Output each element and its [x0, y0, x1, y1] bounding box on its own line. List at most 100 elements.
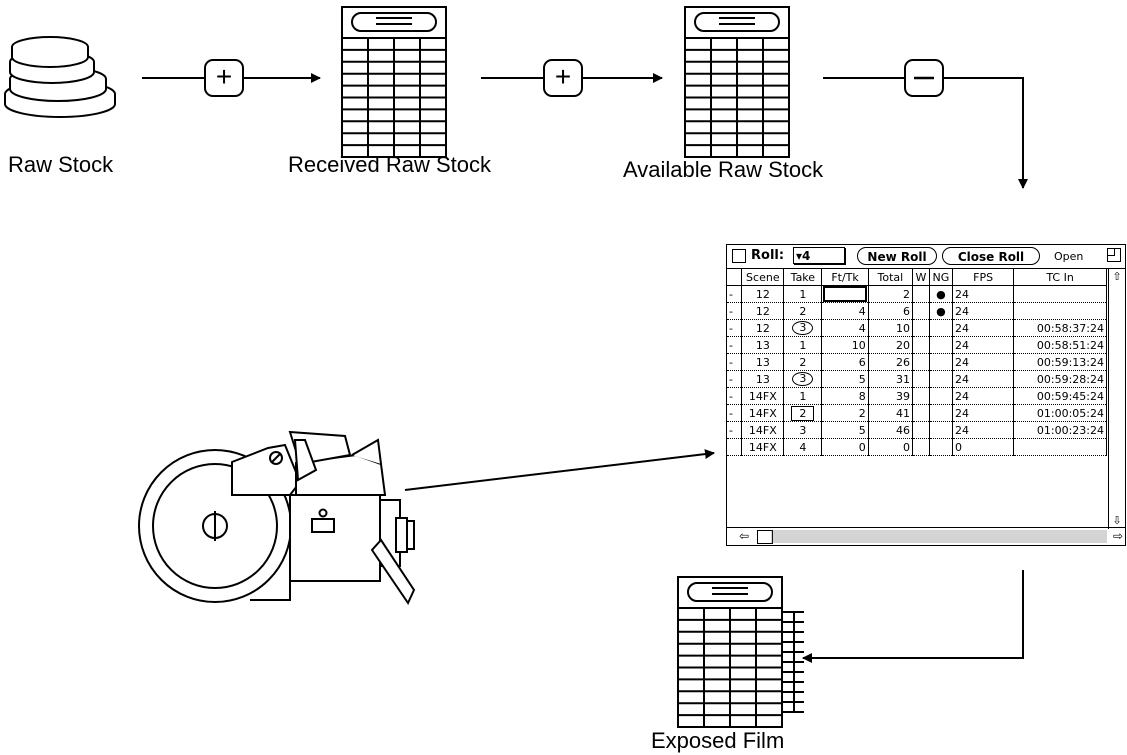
active-cell-editor[interactable] [823, 286, 867, 302]
fps-cell[interactable]: 24 [952, 387, 1015, 405]
mark[interactable]: - [727, 285, 743, 303]
take-cell[interactable]: 2 [783, 302, 823, 320]
fps-cell[interactable]: 24 [952, 404, 1015, 422]
ng-cell[interactable] [929, 353, 954, 371]
horizontal-scrollbar[interactable]: ⇦ ⇨ [727, 527, 1125, 545]
ft-tk-cell[interactable]: 8 [821, 387, 869, 405]
mark[interactable]: - [727, 421, 743, 439]
fps-cell[interactable]: 24 [952, 370, 1015, 388]
take-cell[interactable]: 4 [783, 438, 823, 456]
fps-cell[interactable]: 24 [952, 285, 1015, 303]
w-cell[interactable] [912, 353, 930, 371]
scene-cell[interactable]: 12 [741, 285, 785, 303]
ft-tk-cell[interactable]: 10 [821, 336, 869, 354]
w-cell[interactable] [912, 438, 930, 456]
total-cell[interactable]: 6 [868, 302, 913, 320]
tc-in-cell[interactable]: 01:00:05:24 [1013, 404, 1107, 422]
mark[interactable]: - [727, 370, 743, 388]
ng-cell[interactable]: ● [929, 302, 954, 320]
w-cell[interactable] [912, 302, 930, 320]
tc-in-cell[interactable] [1013, 285, 1107, 303]
ft-tk-cell[interactable]: 2 [821, 404, 869, 422]
take-cell[interactable]: 3 [783, 370, 823, 388]
take-cell[interactable]: 1 [783, 336, 823, 354]
scene-cell[interactable]: 13 [741, 353, 785, 371]
ft-tk-cell[interactable]: 6 [821, 353, 869, 371]
fps-cell[interactable]: 0 [952, 438, 1015, 456]
ft-tk-cell[interactable]: 5 [821, 421, 869, 439]
scroll-down-icon[interactable]: ⇩ [1112, 514, 1122, 527]
w-cell[interactable] [912, 285, 930, 303]
tc-in-cell[interactable]: 00:59:28:24 [1013, 370, 1107, 388]
ng-cell[interactable]: ● [929, 285, 954, 303]
ft-tk-cell[interactable]: 4 [821, 319, 869, 337]
take-cell[interactable]: 2 [783, 404, 823, 422]
new-roll-button[interactable]: New Roll [857, 247, 937, 265]
ng-cell[interactable] [929, 336, 954, 354]
ng-cell[interactable] [929, 421, 954, 439]
scene-cell[interactable]: 13 [741, 336, 785, 354]
take-cell[interactable]: 3 [783, 421, 823, 439]
total-cell[interactable]: 26 [868, 353, 913, 371]
mark[interactable] [727, 438, 743, 456]
mark[interactable]: - [727, 387, 743, 405]
mark[interactable]: - [727, 319, 743, 337]
zoom-box[interactable] [1107, 248, 1121, 262]
total-cell[interactable]: 39 [868, 387, 913, 405]
roll-select[interactable]: ▾4 [793, 247, 845, 264]
mark[interactable]: - [727, 336, 743, 354]
w-cell[interactable] [912, 336, 930, 354]
tc-in-cell[interactable] [1013, 302, 1107, 320]
scene-cell[interactable]: 12 [741, 319, 785, 337]
tc-in-cell[interactable]: 00:58:37:24 [1013, 319, 1107, 337]
tc-in-cell[interactable]: 00:59:13:24 [1013, 353, 1107, 371]
ft-tk-cell[interactable]: 5 [821, 370, 869, 388]
fps-cell[interactable]: 24 [952, 336, 1015, 354]
fps-cell[interactable]: 24 [952, 319, 1015, 337]
w-cell[interactable] [912, 319, 930, 337]
total-cell[interactable]: 2 [868, 285, 913, 303]
total-cell[interactable]: 20 [868, 336, 913, 354]
ft-tk-cell[interactable]: 0 [821, 438, 869, 456]
take-cell[interactable]: 2 [783, 353, 823, 371]
tc-in-cell[interactable] [1013, 438, 1107, 456]
scene-cell[interactable]: 14FX [741, 404, 785, 422]
scroll-track[interactable] [771, 530, 1107, 543]
ng-cell[interactable] [929, 387, 954, 405]
scroll-right-icon[interactable]: ⇨ [1112, 529, 1123, 543]
mark[interactable]: - [727, 353, 743, 371]
fps-cell[interactable]: 24 [952, 302, 1015, 320]
scene-cell[interactable]: 14FX [741, 421, 785, 439]
ng-cell[interactable] [929, 319, 954, 337]
w-cell[interactable] [912, 421, 930, 439]
scene-cell[interactable]: 14FX [741, 438, 785, 456]
take-cell[interactable]: 3 [783, 319, 823, 337]
scroll-up-icon[interactable]: ⇧ [1112, 270, 1122, 283]
mark[interactable]: - [727, 302, 743, 320]
scroll-left-icon[interactable]: ⇦ [739, 529, 750, 543]
w-cell[interactable] [912, 370, 930, 388]
fps-cell[interactable]: 24 [952, 421, 1015, 439]
mark[interactable]: - [727, 404, 743, 422]
ng-cell[interactable] [929, 404, 954, 422]
total-cell[interactable]: 41 [868, 404, 913, 422]
ft-tk-cell[interactable]: 4 [821, 302, 869, 320]
tc-in-cell[interactable]: 00:58:51:24 [1013, 336, 1107, 354]
scene-cell[interactable]: 12 [741, 302, 785, 320]
tc-in-cell[interactable]: 01:00:23:24 [1013, 421, 1107, 439]
total-cell[interactable]: 46 [868, 421, 913, 439]
total-cell[interactable]: 31 [868, 370, 913, 388]
scene-cell[interactable]: 14FX [741, 387, 785, 405]
total-cell[interactable]: 10 [868, 319, 913, 337]
w-cell[interactable] [912, 404, 930, 422]
tc-in-cell[interactable]: 00:59:45:24 [1013, 387, 1107, 405]
